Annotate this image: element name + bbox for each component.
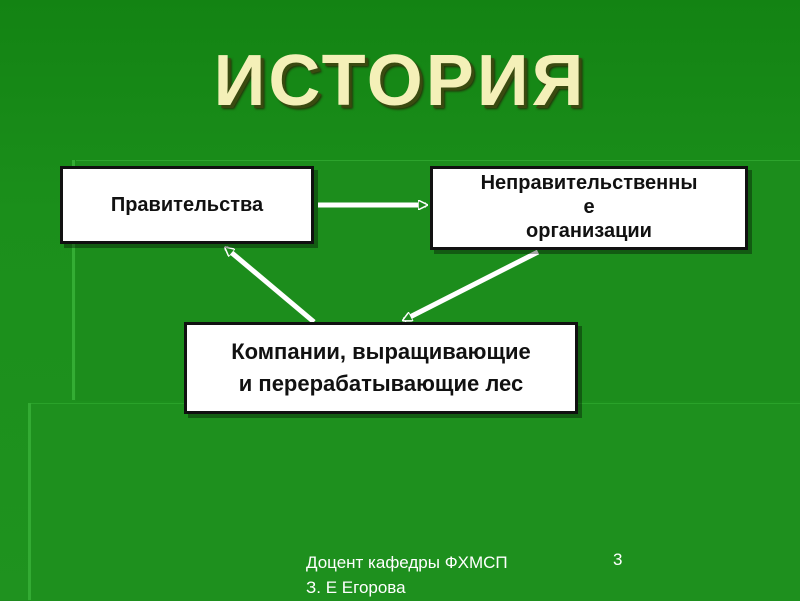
node-ngo-label-line: Неправительственны xyxy=(480,172,698,194)
footer-line: З. Е Егорова xyxy=(306,578,406,597)
node-government-label: Правительства xyxy=(110,193,264,216)
background-stripe xyxy=(28,403,31,600)
node-ngo-label-line: организации xyxy=(526,220,652,242)
footer-author: Доцент кафедры ФХМСП З. Е Егорова xyxy=(306,550,508,600)
node-companies-label-line: и перерабатывающие лес xyxy=(238,371,524,396)
arrow-companies-to-government xyxy=(226,248,316,324)
background-stripe xyxy=(72,160,75,400)
node-companies-label-line: Компании, выращивающие xyxy=(231,339,531,364)
node-government: Правительства xyxy=(60,166,314,244)
arrow-ngo-to-companies xyxy=(404,249,540,323)
node-ngo-label-line: е xyxy=(583,196,595,218)
node-ngo: Неправительственны е организации xyxy=(430,166,748,250)
footer-line: Доцент кафедры ФХМСП xyxy=(306,553,508,572)
background-panel-lower xyxy=(28,403,800,601)
node-companies: Компании, выращивающие и перерабатывающи… xyxy=(184,322,578,414)
slide-title: ИСТОРИЯ xyxy=(213,41,587,121)
page-number: 3 xyxy=(613,550,623,569)
